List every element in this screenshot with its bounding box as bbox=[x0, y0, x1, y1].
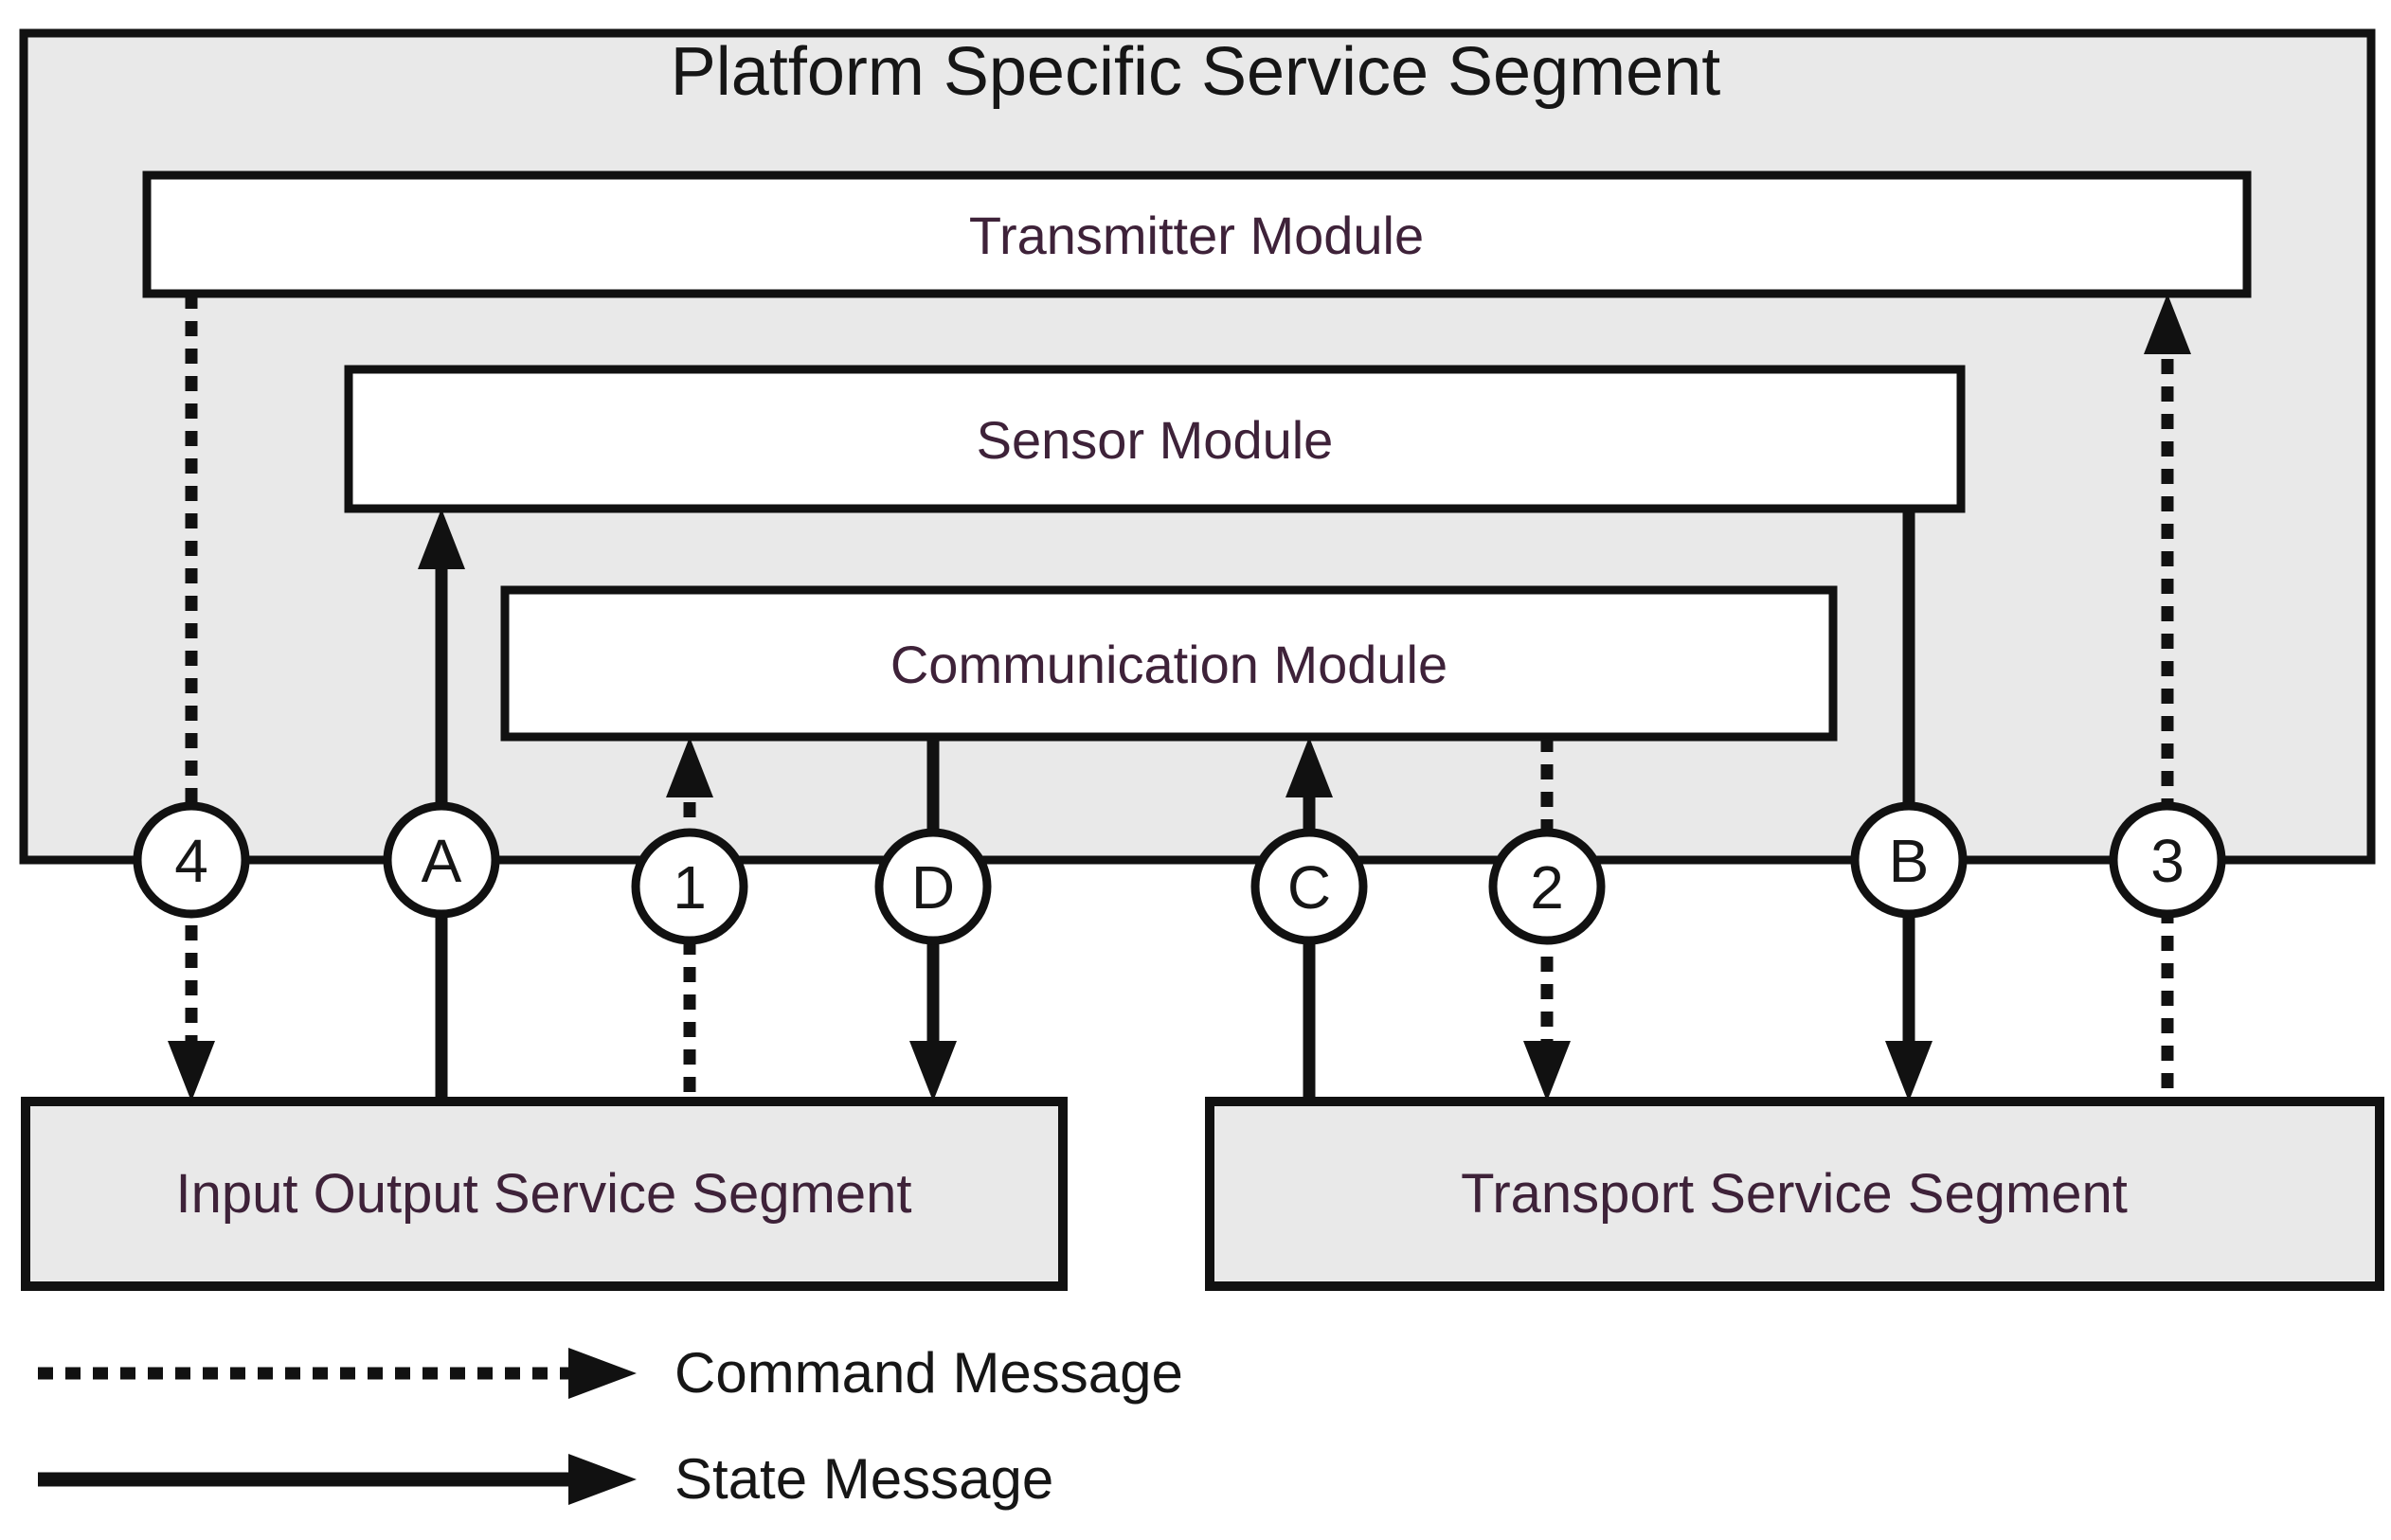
interface-circle-A bbox=[383, 801, 500, 919]
interface-label-A: A bbox=[422, 827, 462, 895]
connectors-layer bbox=[168, 294, 2191, 1101]
connector-C-arrowhead-icon bbox=[1285, 737, 1333, 797]
legend: Command Message State Message bbox=[38, 1341, 1183, 1511]
legend-command-arrowhead-icon bbox=[568, 1348, 637, 1399]
platform-segment-title: Platform Specific Service Segment bbox=[671, 34, 1720, 110]
interfaces-layer: 4 A 1 D C 2 B 3 bbox=[133, 801, 2226, 945]
transmitter-module-box bbox=[142, 170, 2252, 298]
interface-circle-D bbox=[874, 828, 992, 945]
interface-label-4: 4 bbox=[174, 827, 208, 895]
interface-label-C: C bbox=[1287, 853, 1331, 922]
connector-B-arrowhead-icon bbox=[1885, 1041, 1933, 1101]
transport-segment-label: Transport Service Segment bbox=[1461, 1163, 2128, 1225]
legend-state-label: State Message bbox=[674, 1447, 1053, 1511]
interface-circle-3 bbox=[2109, 801, 2226, 919]
transport-segment-box bbox=[1205, 1097, 2384, 1291]
interface-circle-2 bbox=[1488, 828, 1606, 945]
legend-state-arrowhead-icon bbox=[568, 1454, 637, 1505]
interface-label-3: 3 bbox=[2150, 827, 2184, 895]
io-segment-box bbox=[21, 1097, 1068, 1291]
sensor-module-label: Sensor Module bbox=[977, 410, 1334, 470]
connector-3-arrowhead-icon bbox=[2144, 294, 2191, 354]
interface-label-1: 1 bbox=[673, 853, 707, 922]
interface-circle-C bbox=[1250, 828, 1368, 945]
interface-label-2: 2 bbox=[1530, 853, 1564, 922]
interface-circle-4 bbox=[133, 801, 250, 919]
connector-4-arrowhead-icon bbox=[168, 1041, 215, 1101]
interface-circle-1 bbox=[631, 828, 748, 945]
io-segment-label: Input Output Service Segment bbox=[176, 1163, 912, 1225]
connector-2-arrowhead-icon bbox=[1523, 1041, 1571, 1101]
communication-module-box bbox=[500, 585, 1838, 742]
connector-1-arrowhead-icon bbox=[666, 737, 713, 797]
legend-command-label: Command Message bbox=[674, 1341, 1183, 1405]
communication-module-label: Communication Module bbox=[890, 635, 1447, 694]
connector-A-arrowhead-icon bbox=[418, 509, 465, 569]
interface-label-B: B bbox=[1889, 827, 1930, 895]
interface-label-D: D bbox=[911, 853, 955, 922]
interface-circle-B bbox=[1850, 801, 1968, 919]
connector-D-arrowhead-icon bbox=[909, 1041, 957, 1101]
transmitter-module-label: Transmitter Module bbox=[969, 206, 1424, 265]
sensor-module-box bbox=[344, 365, 1966, 513]
